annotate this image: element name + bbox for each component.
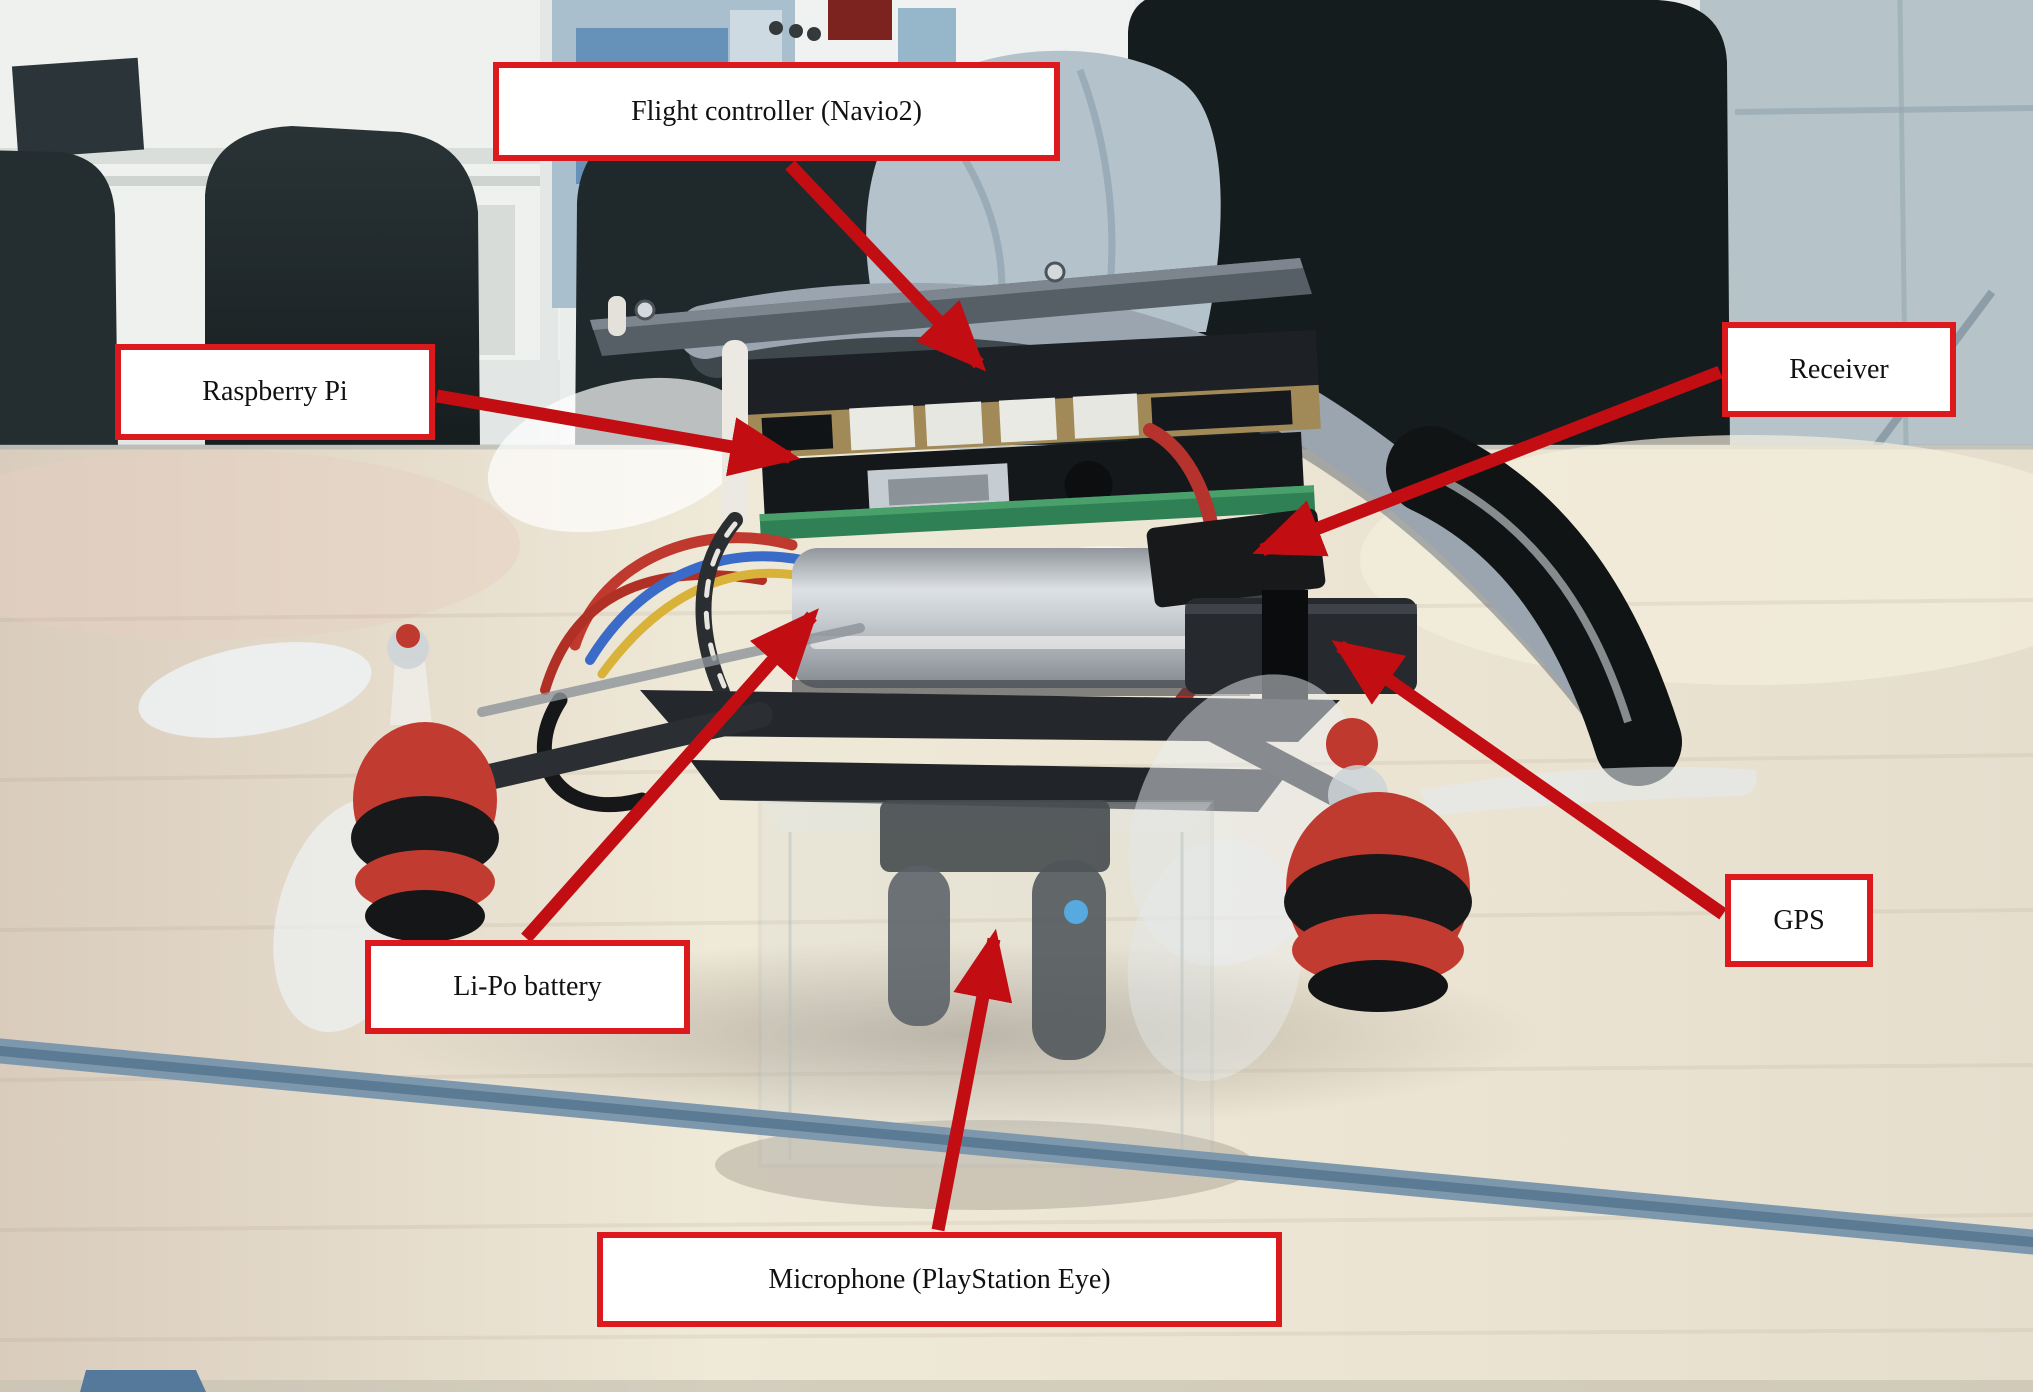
screw [634, 299, 656, 321]
led-glow [1064, 900, 1088, 924]
foreground-object [80, 1370, 206, 1392]
acrylic-box [758, 800, 1214, 1168]
propeller-blade [138, 642, 372, 738]
playstation-eye [880, 800, 1110, 1060]
propeller-blade [1127, 838, 1303, 1082]
flight-controller-label: Flight controller (Navio2) [493, 62, 1060, 161]
nylon-standoff [608, 296, 626, 336]
receiver-label: Receiver [1722, 322, 1956, 417]
prop-nut [396, 624, 420, 648]
screw [1044, 261, 1066, 283]
red-object [828, 0, 892, 40]
desk-front-edge [0, 1380, 2033, 1392]
chair-left [0, 150, 118, 450]
microphone-label: Microphone (PlayStation Eye) [597, 1232, 1282, 1327]
li-po-battery-label: Li-Po battery [365, 940, 690, 1034]
picture-frame [11, 57, 145, 159]
desk-cable [0, 1038, 2033, 1255]
gps-label: GPS [1725, 874, 1873, 967]
raspberry-pi-label: Raspberry Pi [115, 344, 435, 440]
